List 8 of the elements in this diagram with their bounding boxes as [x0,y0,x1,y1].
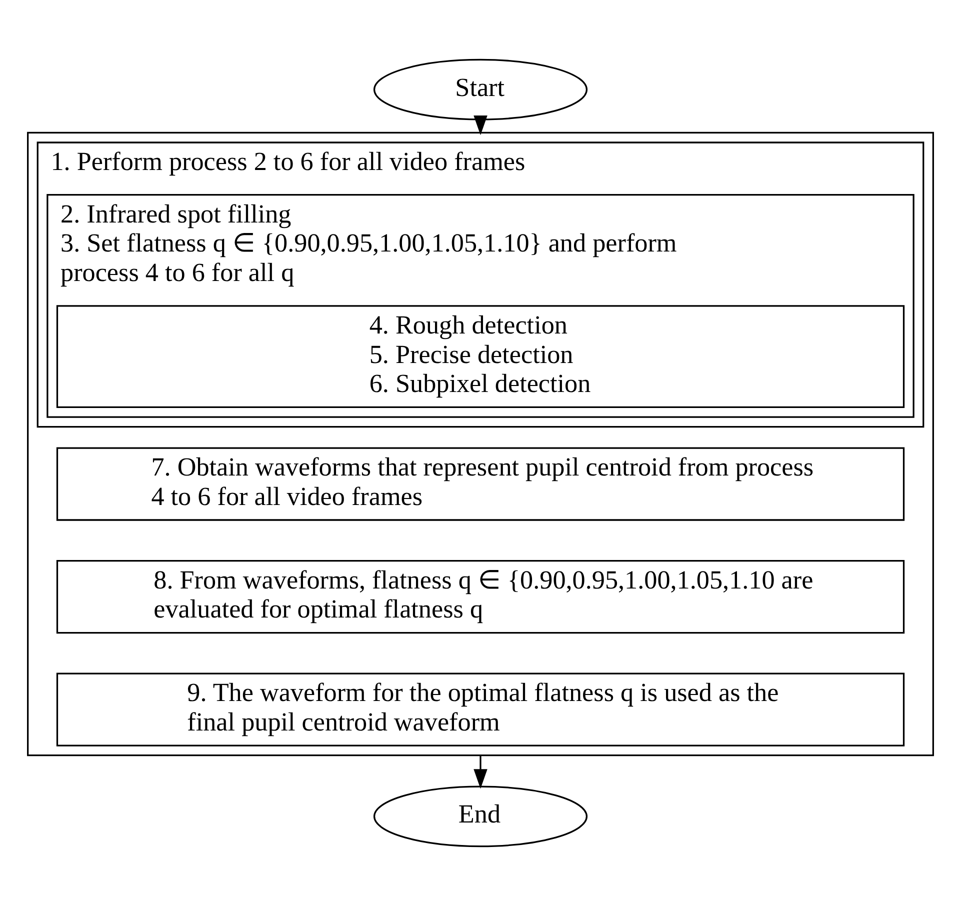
node-box: 8. From waveforms, flatness q ∈ {0.90,0.95,1.00,1.05,1.10 are evaluated for optimal flatness q [56,560,905,634]
node-ellipse: End [373,786,588,848]
node-box: 4. Rough detection 5. Precise detection 6. Subpixel detection [56,305,905,408]
node-box: 7. Obtain waveforms that represent pupil centroid from process 4 to 6 for all video frames [56,447,905,521]
node-box: 9. The waveform for the optimal flatness q is used as the final pupil centroid waveform [56,672,905,746]
cluster [27,132,934,756]
arrow [474,755,488,789]
arrow [474,116,488,136]
